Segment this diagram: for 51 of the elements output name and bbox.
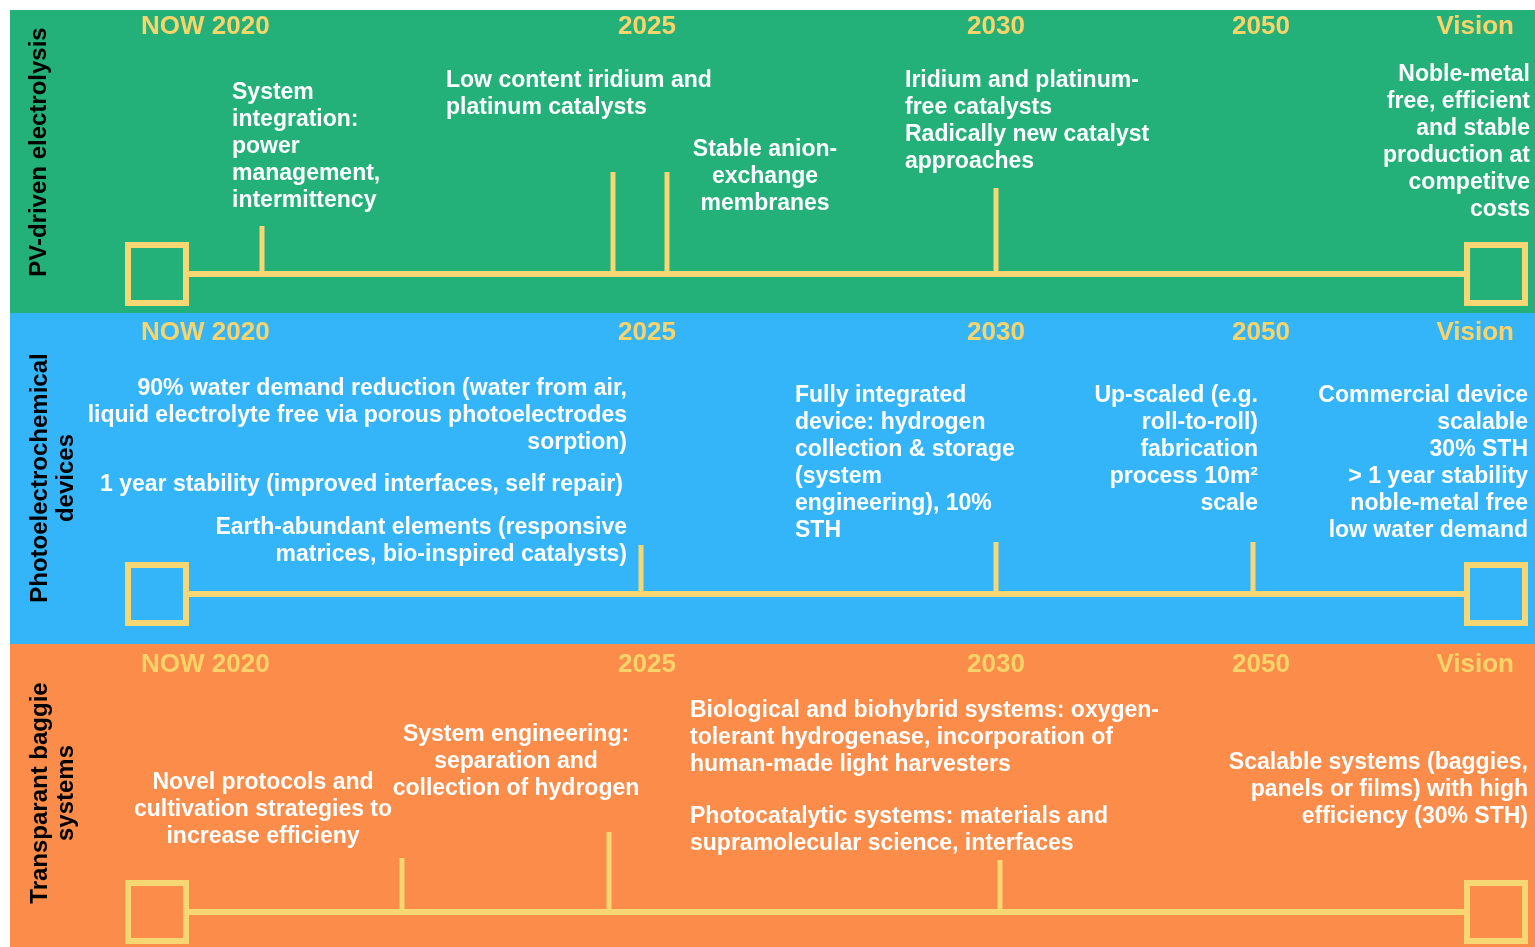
milestone-text: low water demand	[1327, 516, 1528, 543]
year-label: 2025	[617, 318, 677, 345]
milestone-text: Up-scaled (e.g. roll-to-roll) fabrication process 10m² scale	[1093, 381, 1258, 516]
milestone-square	[1464, 880, 1528, 944]
year-label: 2030	[966, 318, 1026, 345]
milestone-text: Earth-abundant elements (responsive matrices, bio-inspired catalysts)	[214, 513, 627, 567]
timeline-band	[10, 644, 1535, 947]
timeline-line	[189, 271, 1464, 277]
year-label: 2025	[617, 650, 677, 677]
band-title: Transparant baggie systems	[26, 681, 78, 906]
year-label: NOW 2020	[141, 650, 271, 677]
milestone-text: Novel protocols and cultivation strategies to increase efficieny	[132, 768, 393, 849]
milestone-square	[125, 562, 189, 626]
year-label: Vision	[1435, 650, 1514, 677]
year-label: NOW 2020	[141, 318, 271, 345]
milestone-square	[125, 880, 189, 944]
year-label: 2025	[617, 12, 677, 39]
band-title: Photoelectrochemical devices	[26, 352, 78, 605]
milestone-text: System integration: power management, intermittency	[232, 78, 382, 213]
timeline-line	[189, 909, 1464, 915]
milestone-text: Low content iridium and platinum catalysts	[446, 66, 713, 120]
year-label: Vision	[1435, 318, 1514, 345]
timeline-line	[189, 591, 1464, 597]
year-label: Vision	[1435, 12, 1514, 39]
band-title: PV-driven electrolysis	[25, 26, 51, 279]
milestone-text: Iridium and platinum-free catalysts	[905, 66, 1140, 120]
milestone-square	[1464, 242, 1528, 306]
milestone-text: Biological and biohybrid systems: oxygen-tolerant hydrogenase, incorporation of human-made light harvesters	[690, 696, 1160, 777]
timeline-band	[10, 10, 1535, 313]
milestone-text: Commercial device scalable	[1317, 381, 1528, 435]
year-label: 2050	[1231, 12, 1291, 39]
milestone-text: 1 year stability (improved interfaces, self repair)	[100, 470, 624, 497]
year-label: 2050	[1231, 650, 1291, 677]
timeline-band	[10, 313, 1535, 644]
milestone-text: 90% water demand reduction (water from air, liquid electrolyte free via porous photoelectrodes sorption)	[86, 374, 627, 455]
year-label: NOW 2020	[141, 12, 271, 39]
milestone-text: Photocatalytic systems: materials and supramolecular science, interfaces	[690, 802, 1109, 856]
year-label: 2050	[1231, 318, 1291, 345]
milestone-text: Noble-metal free, efficient and stable production at competitve costs	[1382, 60, 1530, 222]
year-label: 2030	[966, 650, 1026, 677]
year-label: 2030	[966, 12, 1026, 39]
milestone-text: 30% STH	[1428, 435, 1528, 462]
milestone-text: Scalable systems (baggies, panels or films) with high efficiency (30% STH)	[1227, 748, 1528, 829]
milestone-square	[125, 242, 189, 306]
milestone-text: Radically new catalyst approaches	[905, 120, 1151, 174]
milestone-text: > 1 year stability	[1347, 462, 1528, 489]
milestone-text: System engineering: separation and collection of hydrogen	[391, 720, 641, 801]
milestone-square	[1464, 562, 1528, 626]
milestone-text: Fully integrated device: hydrogen collection & storage (system engineering), 10% STH	[795, 381, 1016, 543]
milestone-text: Stable anion-exchange membranes	[691, 135, 839, 216]
milestone-text: noble-metal free	[1349, 489, 1528, 516]
